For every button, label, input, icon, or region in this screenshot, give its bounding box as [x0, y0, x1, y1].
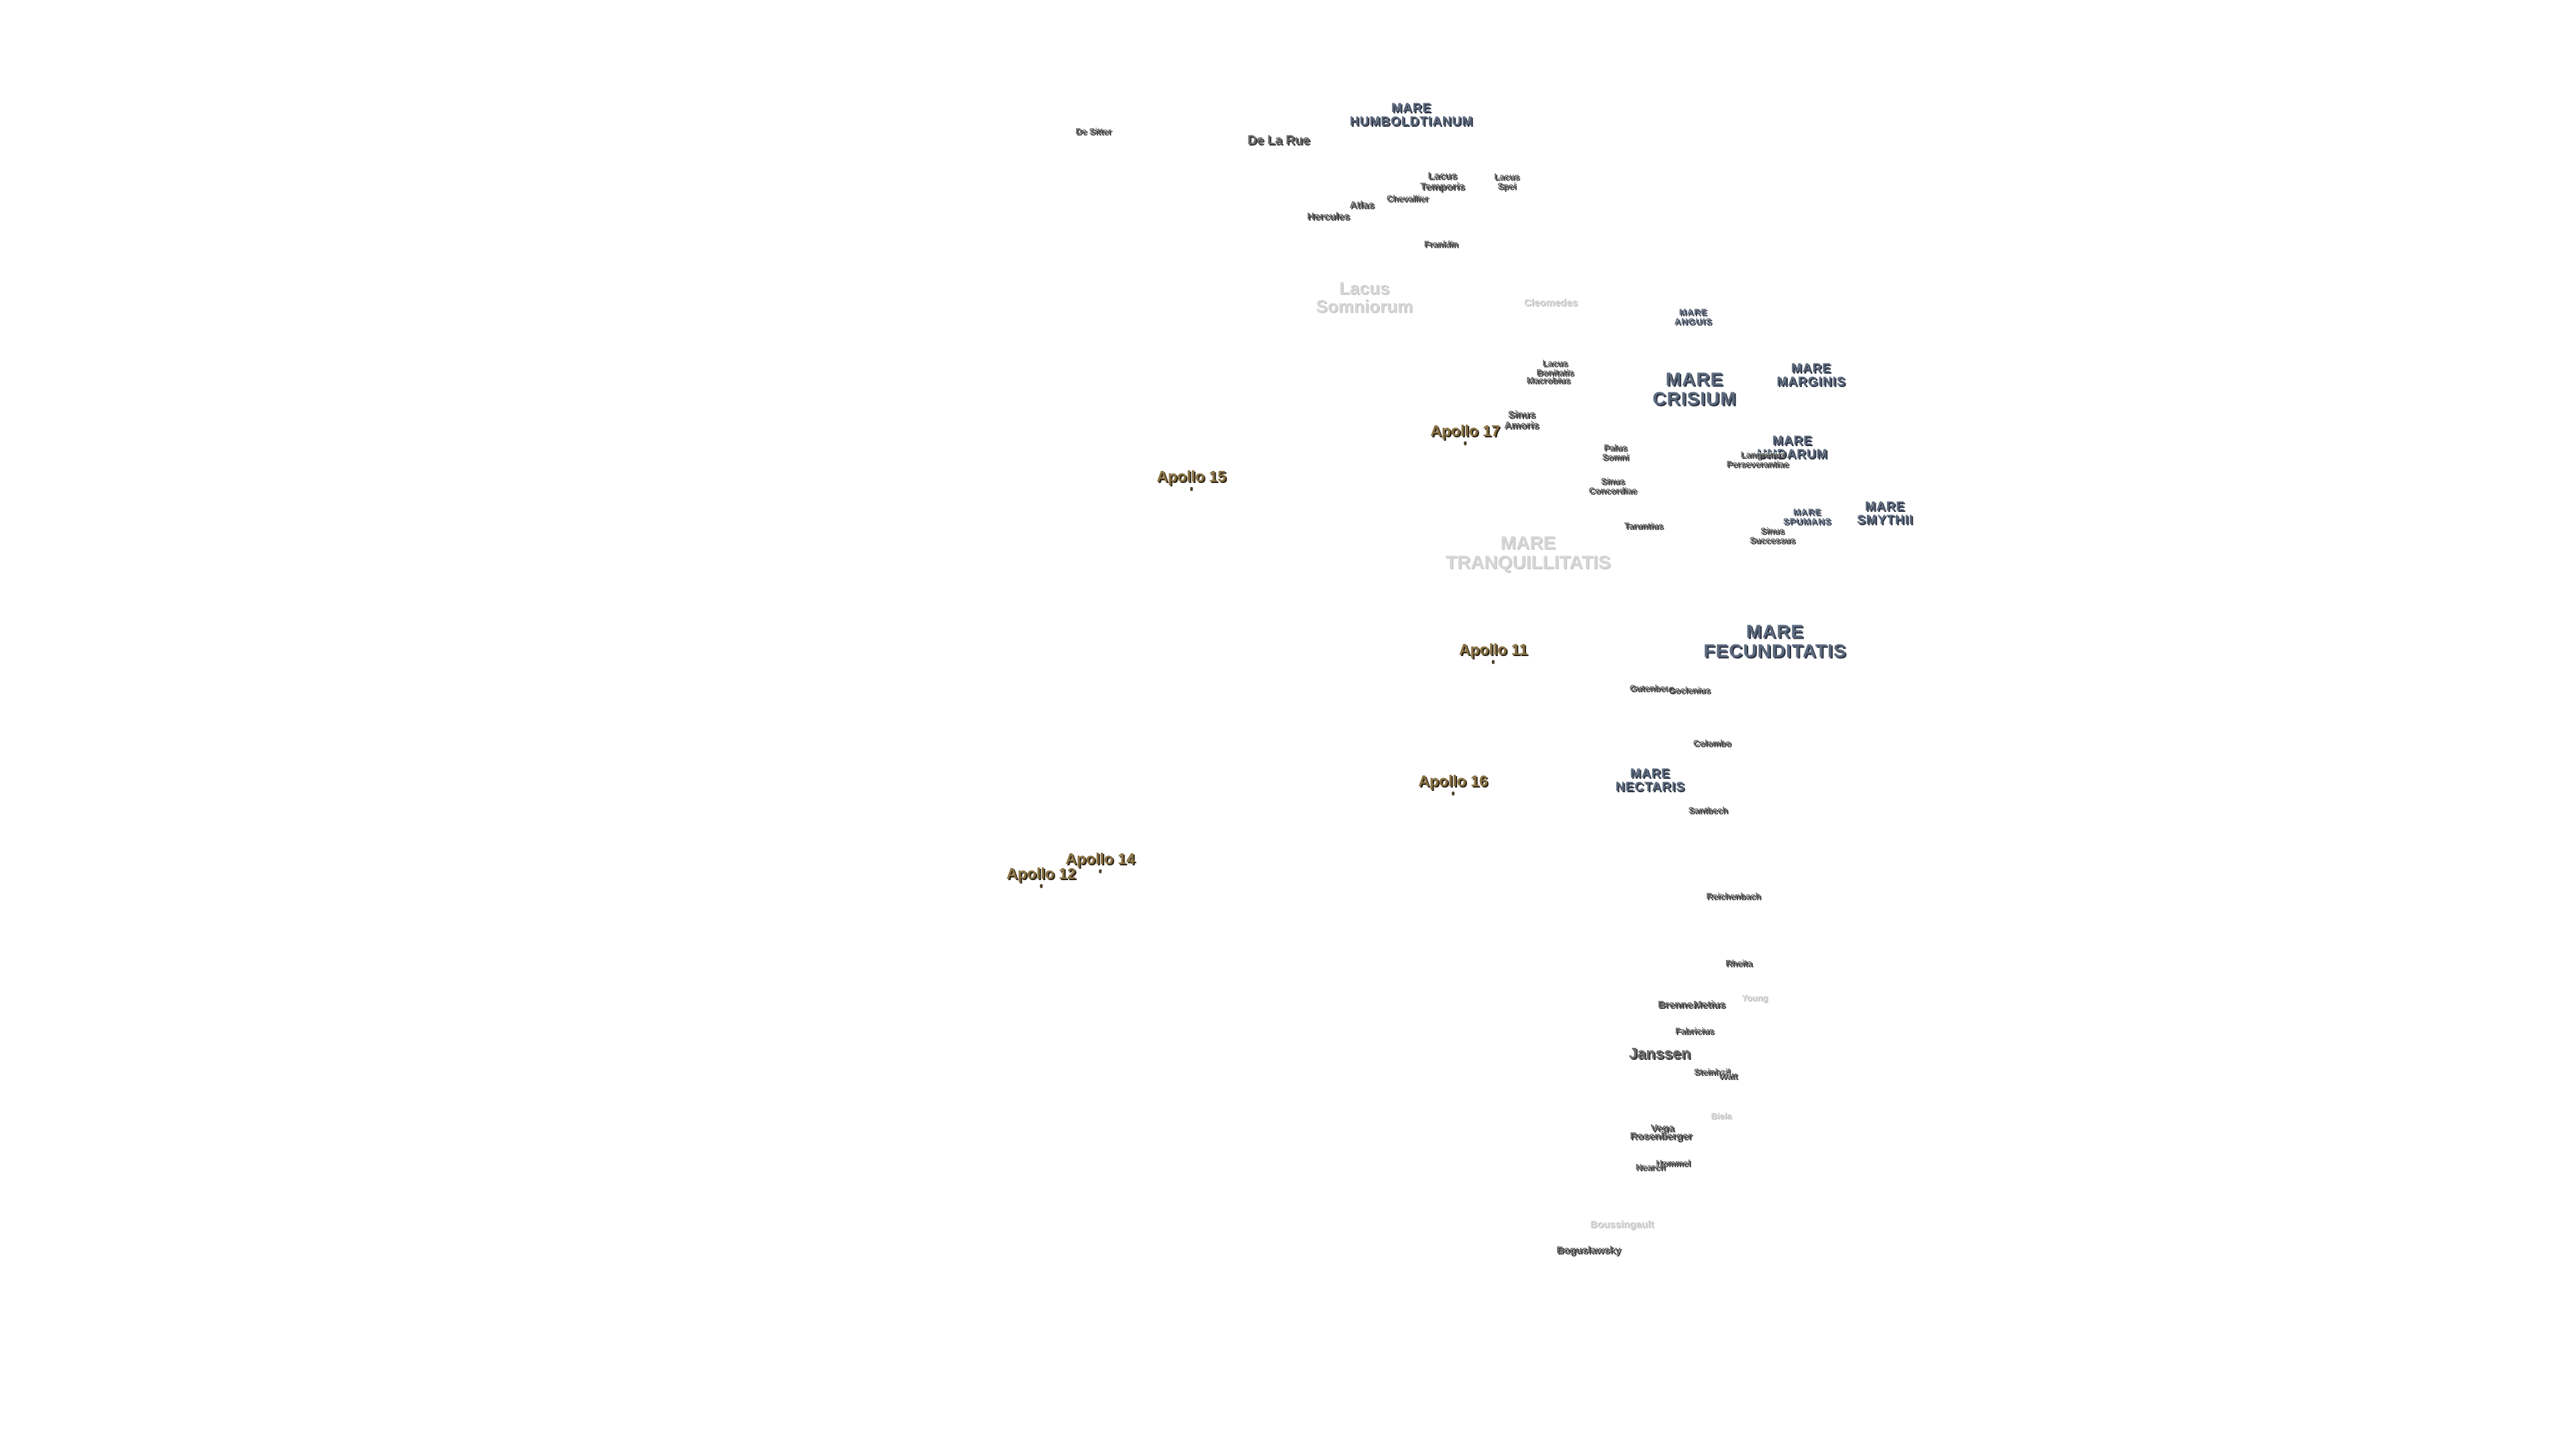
label-janssen[interactable]: Janssen	[1628, 1044, 1691, 1062]
label-nearch[interactable]: Nearch	[1635, 1162, 1666, 1173]
label-mare-spumans[interactable]: MARE SPUMANS	[1782, 506, 1832, 526]
label-chevallier[interactable]: Chevallier	[1386, 193, 1429, 204]
label-langrenus-upper[interactable]: Langrenus	[1740, 449, 1786, 460]
label-atlas[interactable]: Atlas	[1349, 199, 1375, 211]
label-boussingault[interactable]: Boussingault	[1590, 1219, 1654, 1231]
label-mare-anguis[interactable]: MARE ANGUIS	[1674, 307, 1713, 326]
label-colombo[interactable]: Colombo	[1693, 738, 1731, 749]
label-cleomedes[interactable]: Cleomedes	[1523, 297, 1578, 309]
label-boguslawsky[interactable]: Boguslawsky	[1556, 1244, 1621, 1256]
label-palus-somni[interactable]: Palus Somni	[1602, 442, 1629, 462]
label-rheita[interactable]: Rheita	[1725, 958, 1752, 969]
label-mare-undarum[interactable]: MARE UNDARUM	[1757, 434, 1828, 462]
label-apollo-14[interactable]: Apollo 14	[1065, 849, 1135, 874]
label-brenner[interactable]: Brenner	[1658, 999, 1697, 1011]
label-apollo-15[interactable]: Apollo 15	[1157, 467, 1226, 492]
label-sinus-amoris[interactable]: Sinus Amoris	[1504, 409, 1539, 431]
label-mare-crisium[interactable]: MARE CRISIUM	[1652, 368, 1737, 409]
label-reichenbach[interactable]: Reichenbach	[1706, 891, 1761, 902]
label-mare-humboldtianum[interactable]: MARE HUMBOLDTIANUM	[1350, 101, 1473, 129]
label-de-sitter[interactable]: De Sitter	[1075, 126, 1112, 137]
label-lacus-bonitatis[interactable]: Lacus Bonitatis	[1536, 358, 1574, 377]
label-watt[interactable]: Watt	[1719, 1071, 1737, 1081]
label-lacus-somniorum[interactable]: Lacus Somniorum	[1316, 278, 1413, 317]
label-steinheil[interactable]: Steinheil	[1693, 1067, 1731, 1077]
label-rosenberger[interactable]: Rosenberger	[1629, 1130, 1693, 1142]
label-mare-smythii[interactable]: MARE SMYTHII	[1856, 500, 1914, 527]
label-mare-tranquillitatis[interactable]: MARE TRANQUILLITATIS	[1445, 532, 1611, 573]
label-de-la-rue[interactable]: De La Rue	[1247, 133, 1310, 148]
label-sinus-concordiae[interactable]: Sinus Concordiae	[1589, 476, 1637, 495]
label-hommel[interactable]: Hommel	[1656, 1158, 1690, 1169]
label-young[interactable]: Young	[1741, 993, 1768, 1004]
label-apollo-12[interactable]: Apollo 12	[1006, 864, 1076, 889]
label-biela[interactable]: Biela	[1711, 1111, 1732, 1122]
label-apollo-17[interactable]: Apollo 17	[1430, 421, 1500, 446]
label-metius[interactable]: Metius	[1693, 999, 1725, 1011]
label-mare-marginis[interactable]: MARE MARGINIS	[1776, 362, 1846, 389]
label-franklin[interactable]: Franklin	[1424, 239, 1458, 250]
label-mare-nectaris[interactable]: MARE NECTARIS	[1615, 767, 1685, 794]
label-vega[interactable]: Vega	[1650, 1122, 1674, 1134]
label-perseverantiae[interactable]: Perseverantiae	[1726, 459, 1789, 470]
label-santbech[interactable]: Santbech	[1688, 805, 1728, 816]
label-sinus-successus[interactable]: Sinus Successus	[1750, 525, 1795, 545]
label-goclenius[interactable]: Goclenius	[1668, 685, 1711, 696]
label-hercules[interactable]: Hercules	[1307, 211, 1350, 223]
label-apollo-11[interactable]: Apollo 11	[1458, 640, 1528, 665]
label-mare-fecunditatis[interactable]: MARE FECUNDITATIS	[1703, 621, 1847, 661]
label-fabricius[interactable]: Fabricius	[1675, 1026, 1714, 1036]
label-lacus-spei[interactable]: Lacus Spei	[1494, 171, 1519, 191]
label-gutenberg[interactable]: Gutenberg	[1629, 683, 1674, 694]
label-taruntius[interactable]: Taruntius	[1623, 521, 1664, 531]
label-macrobius[interactable]: Macrobius	[1526, 375, 1570, 386]
label-apollo-16[interactable]: Apollo 16	[1418, 771, 1488, 796]
label-lacus-temporis[interactable]: Lacus Temporis	[1419, 170, 1465, 192]
